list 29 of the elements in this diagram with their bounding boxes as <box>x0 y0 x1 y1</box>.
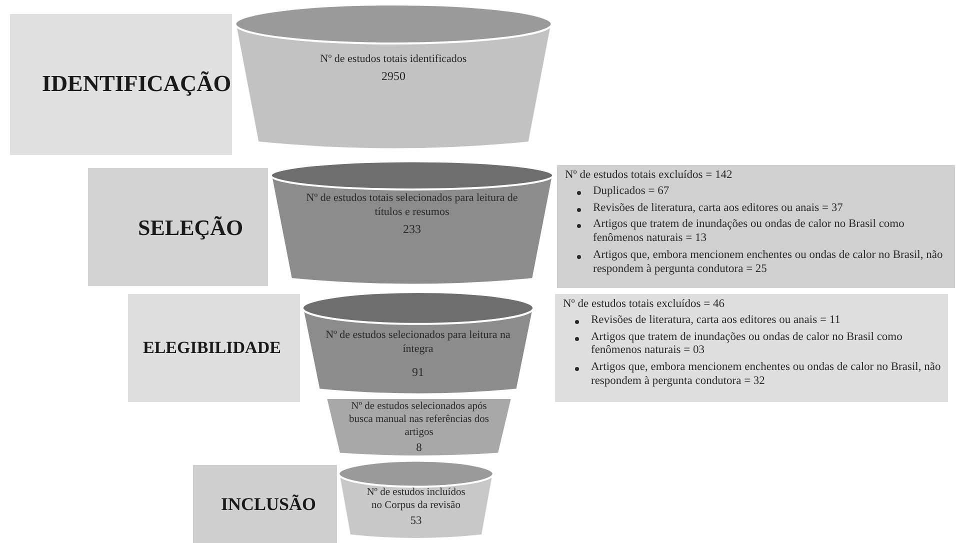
exclusion-reason: Artigos que tratem de inundações ou ondas de calor no Brasil como fenômenos naturais = 13 <box>593 218 906 246</box>
exclusion-reason: Revisões de literatura, carta aos editores ou anais = 11 <box>591 314 842 328</box>
exclusion-reason: Artigos que, embora mencionem enchentes ou ondas de calor no Brasil, não respondem à pergunta condutora = 25 <box>593 248 944 277</box>
study-count: 233 <box>403 222 421 236</box>
stage-label: ELEGIBILIDADE <box>143 337 281 360</box>
exclusion-reason: Artigos que, embora mencionem enchentes ou ondas de calor no Brasil, não respondem à pergunta condutora = 32 <box>591 361 942 389</box>
stage-label: INCLUSÃO <box>221 492 316 516</box>
stage-description: Nº de estudos totais selecionados para leitura de títulos e resumos <box>305 192 519 220</box>
study-count: 91 <box>412 364 424 380</box>
exclusion-total: Nº de estudos totais excluídos = 46 <box>563 298 726 312</box>
stage-band <box>88 168 268 286</box>
stage-description: Nº de estudos selecionados após busca manual nas referências dos artigos <box>348 400 490 440</box>
study-count: 8 <box>416 441 422 456</box>
exclusion-reason: Revisões de literatura, carta aos editores ou anais = 37 <box>593 202 844 216</box>
stage-description: Nº de estudos incluídos no Corpus da revisão <box>366 486 466 512</box>
stage-label: IDENTIFICAÇÃO <box>42 70 232 98</box>
study-count: 2950 <box>382 68 406 84</box>
exclusion-reason: Artigos que tratem de inundações ou ondas de calor no Brasil como fenômenos naturais = 03 <box>591 330 904 358</box>
study-count: 53 <box>410 514 422 529</box>
stage-band <box>193 465 337 543</box>
exclusion-panel <box>557 165 955 288</box>
stage-description: Nº de estudos totais identificados <box>320 53 467 67</box>
exclusion-panel <box>555 294 948 402</box>
exclusion-reason: Duplicados = 67 <box>593 184 670 199</box>
stage-description: Nº de estudos selecionados para leitura na íntegra <box>324 329 512 356</box>
exclusion-total: Nº de estudos totais excluídos = 142 <box>565 169 734 183</box>
stage-band <box>10 14 232 155</box>
stage-label: SELEÇÃO <box>138 214 244 242</box>
stage-band <box>128 294 300 402</box>
